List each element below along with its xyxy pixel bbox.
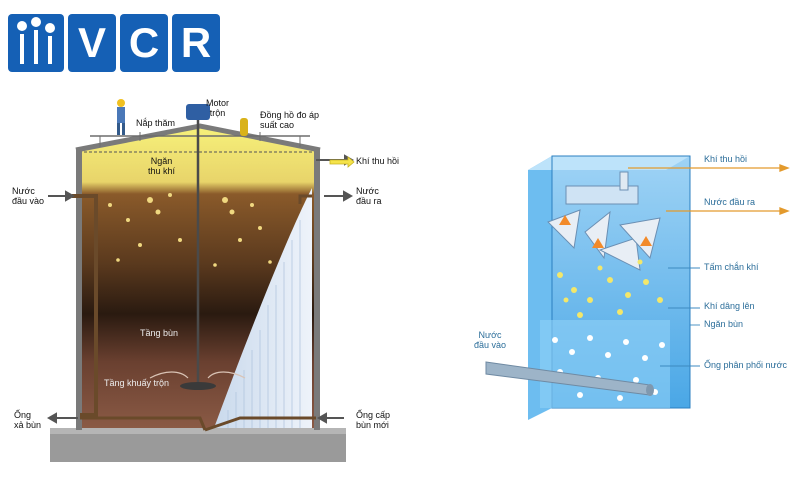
label-tam-chan-khi: Tấm chắn khí (704, 262, 759, 272)
gas-out-arrow-icon (330, 157, 354, 167)
label-khi-thu-hoi-right: Khí thu hồi (704, 154, 747, 164)
tank-wall-left (76, 148, 82, 430)
label-nuoc-dau-ra-left: Nước đầu ra (356, 186, 382, 206)
label-nap-tham: Nắp thăm (136, 118, 175, 128)
label-ngan-bun: Ngăn bùn (704, 319, 743, 329)
label-tang-khuay-tron: Tầng khuấy trộn (104, 378, 169, 388)
label-khi-dang-len: Khí dâng lên (704, 301, 755, 311)
label-khi-thu-hoi-left: Khí thu hồi (356, 156, 399, 166)
label-nuoc-dau-vao-left: Nước đầu vào (12, 186, 44, 206)
label-dong-ho: Đồng hồ đo áp suất cao (260, 110, 319, 130)
label-tang-bun: Tầng bùn (140, 328, 178, 338)
mixer-blade (180, 382, 216, 390)
tank-wall-right (314, 148, 320, 430)
uasb-reactor-diagram (486, 156, 690, 420)
label-ong-cap-bun-moi: Ống cấp bùn mới (356, 410, 390, 430)
label-ong-xa-bun: Ống xả bùn (14, 410, 41, 430)
label-nuoc-dau-vao-right: Nước đầu vào (474, 330, 506, 350)
label-ngan-thu-khi: Ngăn thu khí (148, 156, 175, 176)
label-motor: Motor trộn (206, 98, 229, 118)
label-nuoc-dau-ra-right: Nước đầu ra (704, 197, 755, 207)
worker-icon (117, 99, 125, 135)
label-ong-phan-phoi-nuoc: Ống phân phối nước (704, 360, 787, 370)
pressure-gauge-icon (240, 118, 248, 136)
